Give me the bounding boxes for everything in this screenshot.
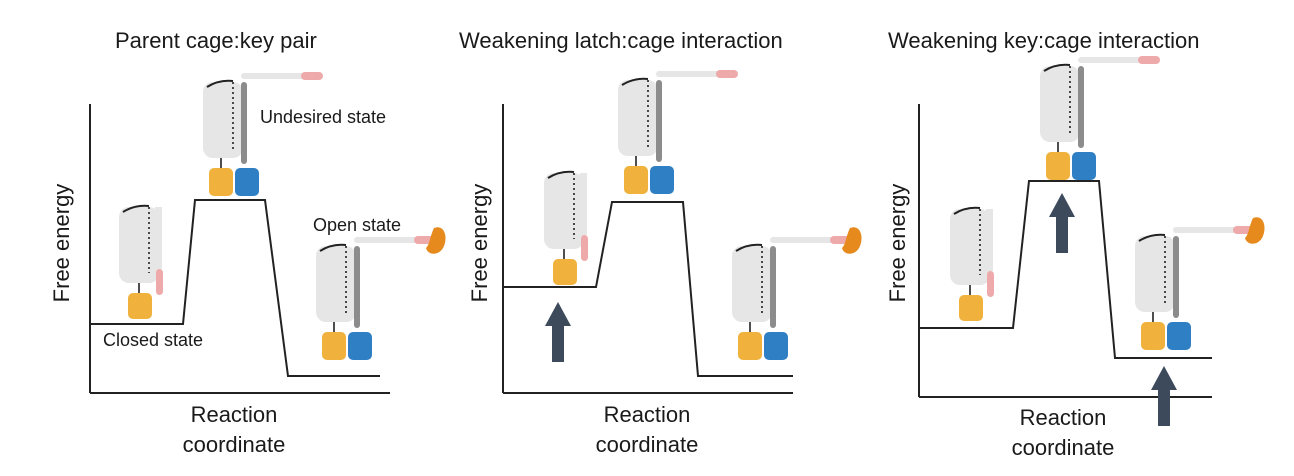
panel-3-xlabel-line2: coordinate bbox=[1011, 435, 1115, 460]
panel-1-title: Parent cage:key pair bbox=[115, 28, 317, 53]
panel-1-open-switch bbox=[315, 226, 447, 361]
panel-1-xlabel: Reaction coordinate bbox=[134, 400, 334, 460]
panel-2-xlabel-line2: coordinate bbox=[595, 432, 699, 457]
panel-3-xlabel-line1: Reaction bbox=[1019, 405, 1107, 430]
panel-1-undesired-switch bbox=[202, 71, 324, 197]
panel-3-undesired-switch bbox=[1039, 55, 1161, 181]
panel-2-open-switch bbox=[731, 226, 863, 361]
up-arrow-icon bbox=[545, 302, 571, 362]
panel-2-xlabel: Reaction coordinate bbox=[547, 400, 747, 460]
panel-1-energy-profile bbox=[90, 199, 380, 377]
panel-2-closed-switch bbox=[543, 170, 589, 286]
panel-2-title: Weakening latch:cage interaction bbox=[459, 28, 783, 53]
up-arrow-icon bbox=[1049, 193, 1075, 253]
panel-2-energy-profile bbox=[503, 201, 793, 377]
panel-1-axes bbox=[89, 104, 390, 394]
open-state-label: Open state bbox=[313, 215, 402, 235]
panel-3-energy-profile bbox=[919, 180, 1212, 359]
panel-3-open-switch bbox=[1134, 216, 1266, 351]
panel-3-closed-switch bbox=[949, 206, 995, 322]
undesired-state-label: Undesired state bbox=[260, 107, 387, 127]
panel-3-xlabel: Reaction coordinate bbox=[963, 403, 1163, 463]
panel-3-title: Weakening key:cage interaction bbox=[888, 28, 1200, 53]
closed-state-label: Closed state bbox=[103, 330, 204, 350]
panel-1-closed-switch bbox=[118, 204, 164, 320]
panel-2-axes bbox=[502, 104, 793, 394]
panel-2-undesired-switch bbox=[617, 69, 739, 195]
panel-1-xlabel-line2: coordinate bbox=[182, 432, 286, 457]
panel-2-xlabel-line1: Reaction bbox=[603, 402, 691, 427]
panel-1-xlabel-line1: Reaction bbox=[190, 402, 278, 427]
